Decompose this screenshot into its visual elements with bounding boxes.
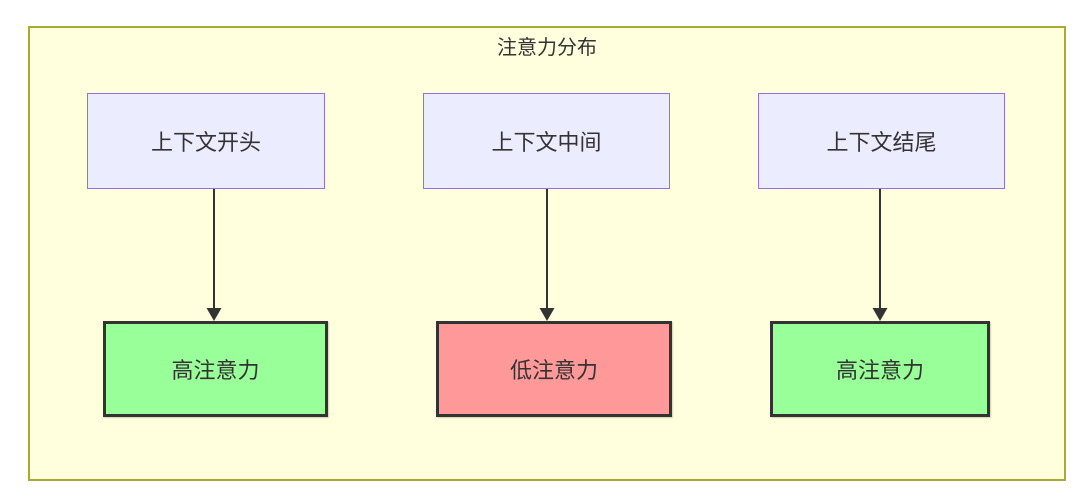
node-context-end: 上下文结尾 <box>758 93 1005 189</box>
arrowhead-icon <box>206 308 222 321</box>
arrow-context-start-to-high-attention <box>206 189 222 321</box>
arrowhead-icon <box>539 308 555 321</box>
arrow-context-middle-to-low-attention <box>539 189 555 321</box>
node-low-attention-middle: 低注意力 <box>436 321 672 417</box>
node-high-attention-start: 高注意力 <box>103 321 328 417</box>
node-high-attention-end: 高注意力 <box>770 321 990 417</box>
node-context-start: 上下文开头 <box>87 93 325 189</box>
attention-distribution-container: 注意力分布 上下文开头 上下文中间 上下文结尾 高注意力 低注意力 高注意力 <box>28 26 1066 481</box>
arrowhead-icon <box>872 308 888 321</box>
diagram-title: 注意力分布 <box>497 35 597 59</box>
arrow-context-end-to-high-attention <box>872 189 888 321</box>
node-context-middle: 上下文中间 <box>423 93 670 189</box>
